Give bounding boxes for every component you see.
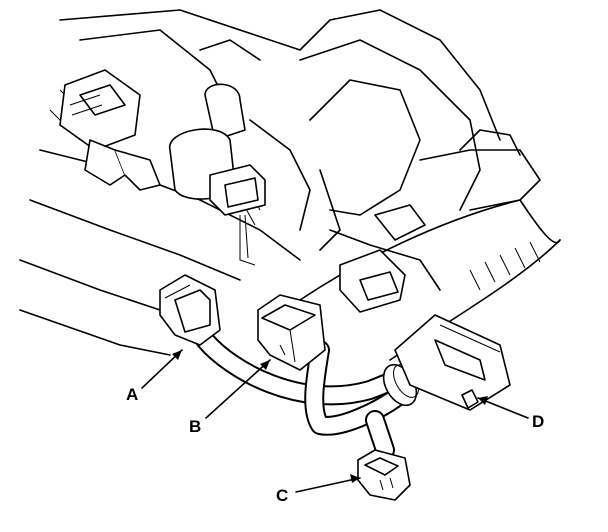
- connector-c: [357, 449, 411, 501]
- callout-label-d: D: [532, 412, 545, 431]
- callout-label-b: B: [189, 417, 202, 436]
- right-sensor-connector: [339, 204, 426, 313]
- wire-harness: [195, 330, 410, 460]
- leader-lines: [141, 349, 529, 493]
- connector-a: [159, 274, 221, 346]
- upper-sensor-assembly: [169, 83, 266, 266]
- callout-label-c: C: [276, 486, 289, 505]
- top-left-sensor: [59, 69, 161, 191]
- connector-d: [394, 314, 511, 411]
- callout-label-a: A: [126, 385, 139, 404]
- connector-b: [257, 294, 326, 371]
